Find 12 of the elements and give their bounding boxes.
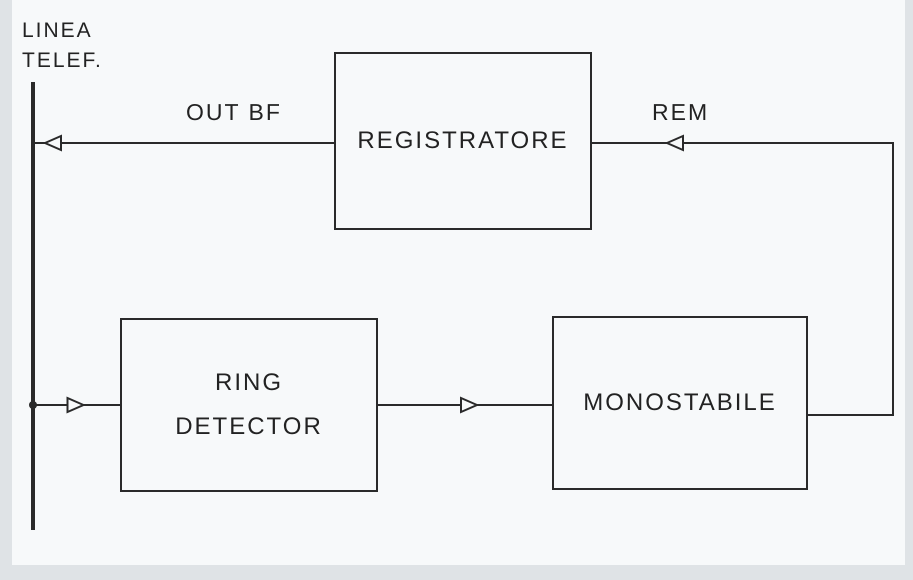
block [334,52,592,230]
block-label: REGISTRATORE [356,126,570,156]
edge-label: REM [652,98,710,127]
block [120,318,378,492]
block-label: MONOSTABILE [582,388,778,418]
arrow [35,134,334,152]
arrow [592,134,894,416]
arrow [29,396,120,414]
arrow [378,396,552,414]
block [552,316,808,490]
edge-label: OUT BF [186,98,282,127]
block-label: RING DETECTOR [174,368,324,442]
